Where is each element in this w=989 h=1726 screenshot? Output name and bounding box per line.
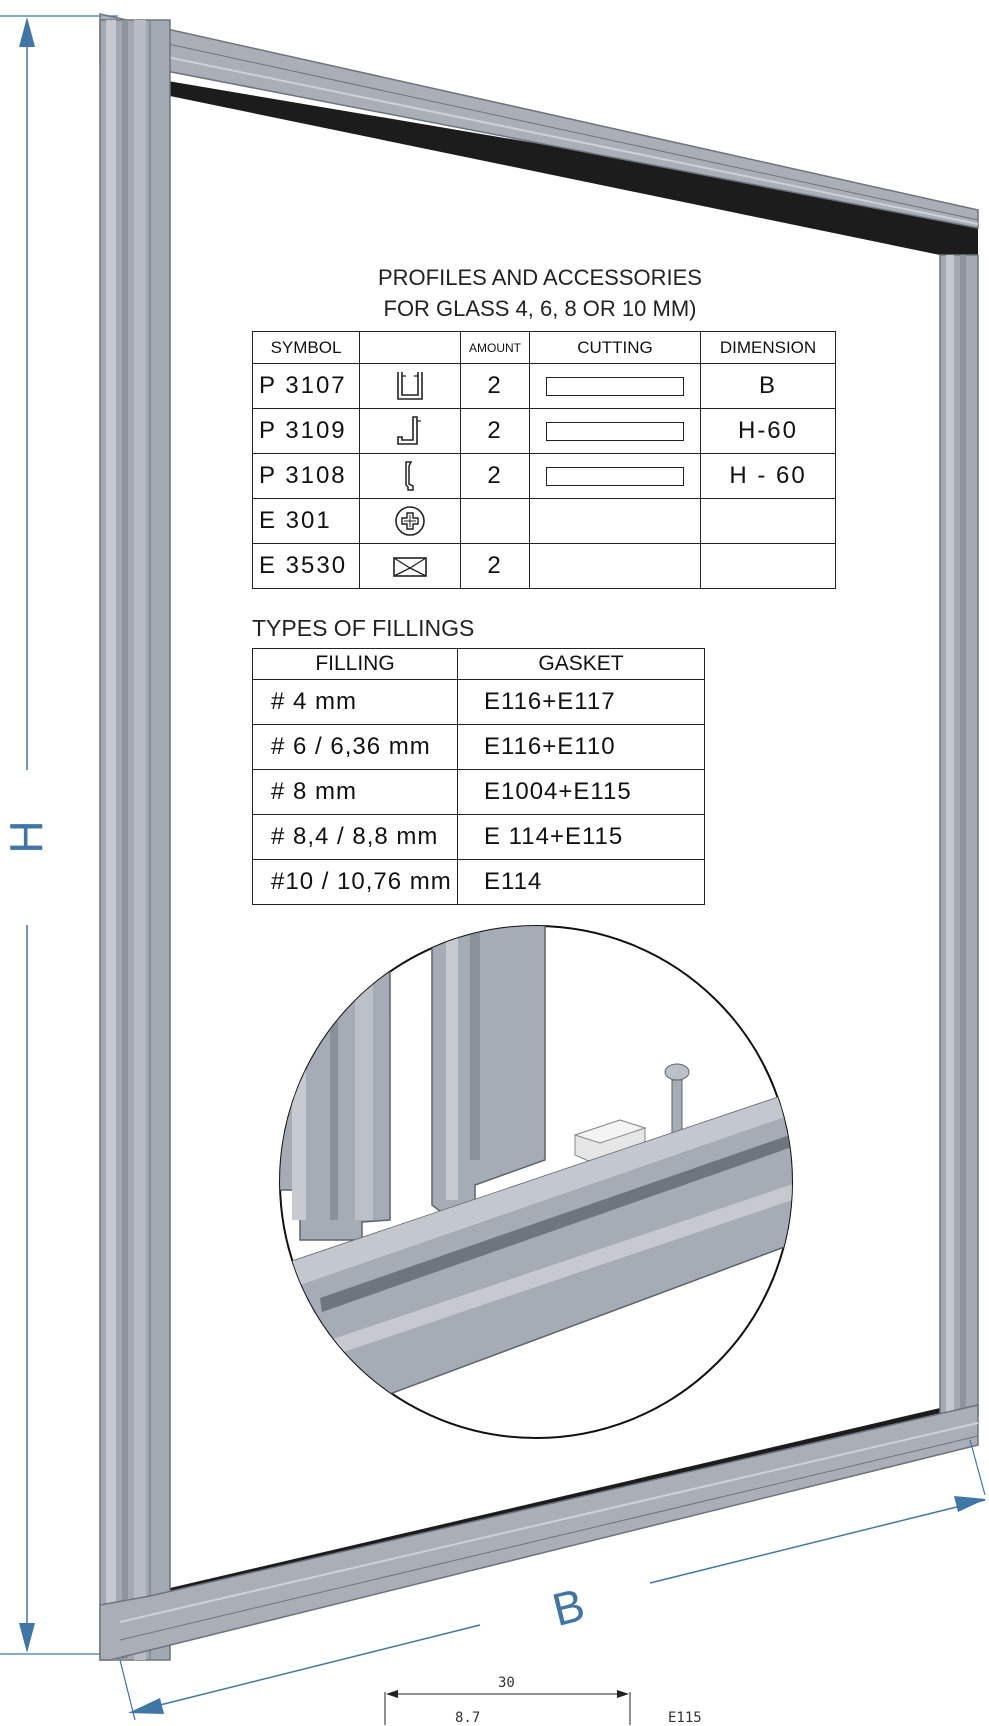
row-gasket: E 114+E115 xyxy=(457,814,705,860)
section-left-text: 8.7 xyxy=(455,1710,481,1726)
row-symbol: P 3108 xyxy=(252,453,360,499)
row-filling: # 6 / 6,36 mm xyxy=(252,724,458,770)
header-symbol: SYMBOL xyxy=(252,331,360,364)
row-dimension xyxy=(700,498,836,544)
header-cutting: CUTTING xyxy=(529,331,701,364)
row-symbol: E 301 xyxy=(252,498,360,544)
row-dimension: H-60 xyxy=(700,408,836,454)
row-filling: # 8 mm xyxy=(252,769,458,815)
row-symbol: P 3109 xyxy=(252,408,360,454)
right-profile xyxy=(939,254,979,1416)
row-amount: 2 xyxy=(460,543,530,589)
table-header-row: FILLING GASKET xyxy=(252,648,705,680)
narrow-profile-icon xyxy=(359,453,461,499)
table-row: # 6 / 6,36 mm E116+E110 xyxy=(252,724,705,770)
row-cutting xyxy=(529,453,701,499)
arrow-right-icon xyxy=(954,1496,986,1512)
row-gasket: E114 xyxy=(457,859,705,905)
fillings-table: FILLING GASKET # 4 mm E116+E117 # 6 / 6,… xyxy=(252,648,705,905)
row-filling: # 4 mm xyxy=(252,679,458,725)
table-row: P 3109 2 H-60 xyxy=(252,408,836,454)
row-symbol: E 3530 xyxy=(252,543,360,589)
table-header-row: SYMBOL AMOUNT CUTTING DIMENSION xyxy=(252,331,836,364)
row-amount: 2 xyxy=(460,408,530,454)
row-cutting xyxy=(529,543,701,589)
cutting-bar-icon xyxy=(546,377,684,397)
height-label: H xyxy=(0,820,53,854)
screw-head-icon xyxy=(359,498,461,544)
table-row: # 8 mm E1004+E115 xyxy=(252,769,705,815)
row-gasket: E116+E110 xyxy=(457,724,705,770)
row-dimension xyxy=(700,543,836,589)
row-cutting xyxy=(529,408,701,454)
accessories-table: SYMBOL AMOUNT CUTTING DIMENSION P 3107 2… xyxy=(252,331,836,589)
row-amount: 2 xyxy=(460,363,530,409)
table-row: P 3108 2 H - 60 xyxy=(252,453,836,499)
table-row: E 301 xyxy=(252,498,836,544)
side-profile-icon xyxy=(359,408,461,454)
row-dimension: B xyxy=(700,363,836,409)
width-dimension xyxy=(119,1439,986,1721)
table-row: # 8,4 / 8,8 mm E 114+E115 xyxy=(252,814,705,860)
row-cutting xyxy=(529,498,701,544)
profiles-title-line2: FOR GLASS 4, 6, 8 OR 10 MM) xyxy=(383,296,697,321)
table-row: # 4 mm E116+E117 xyxy=(252,679,705,725)
row-amount: 2 xyxy=(460,453,530,499)
u-channel-profile-icon xyxy=(359,363,461,409)
cutting-bar-icon xyxy=(546,467,684,487)
row-amount xyxy=(460,498,530,544)
arrow-up-icon xyxy=(19,17,35,47)
row-dimension: H - 60 xyxy=(700,453,836,499)
section-drawing xyxy=(384,1690,631,1725)
row-filling: # 8,4 / 8,8 mm xyxy=(252,814,458,860)
cutting-bar-icon xyxy=(546,422,684,442)
table-row: #10 / 10,76 mm E114 xyxy=(252,859,705,905)
table-row: E 3530 2 xyxy=(252,543,836,589)
row-gasket: E116+E117 xyxy=(457,679,705,725)
arrow-down-icon xyxy=(19,1623,35,1653)
row-gasket: E1004+E115 xyxy=(457,769,705,815)
header-gasket: GASKET xyxy=(457,648,705,680)
section-dimension: 30 xyxy=(498,1675,515,1691)
header-amount: AMOUNT xyxy=(460,331,530,364)
header-filling: FILLING xyxy=(252,648,458,680)
block-pad-icon xyxy=(359,543,461,589)
header-icon xyxy=(359,331,461,364)
profiles-title-line1: PROFILES AND ACCESSORIES xyxy=(378,265,702,290)
bottom-profile xyxy=(99,1404,979,1661)
section-right-text: E115 xyxy=(668,1710,702,1726)
arrow-left-icon xyxy=(128,1698,164,1714)
height-dimension xyxy=(0,15,118,1655)
fillings-title: TYPES OF FILLINGS xyxy=(252,615,475,641)
row-filling: #10 / 10,76 mm xyxy=(252,859,458,905)
table-row: P 3107 2 B xyxy=(252,363,836,409)
header-dimension: DIMENSION xyxy=(700,331,836,364)
row-symbol: P 3107 xyxy=(252,363,360,409)
row-cutting xyxy=(529,363,701,409)
detail-view xyxy=(279,925,793,1439)
